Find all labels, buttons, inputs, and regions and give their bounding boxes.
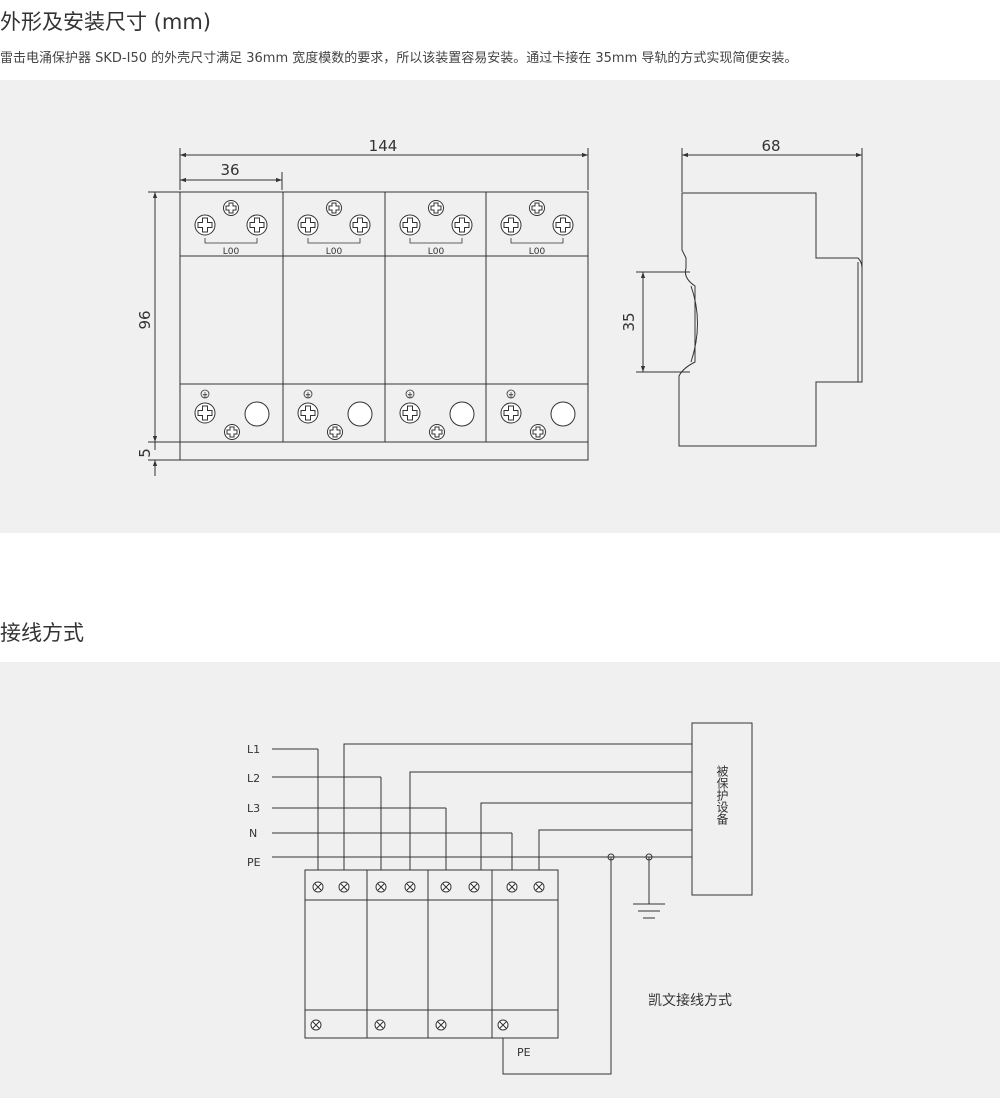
front-module: L00 [194,200,270,440]
line-label-n: N [249,827,257,840]
front-module: L00 [500,200,576,440]
screw-terminal-icon [529,200,545,216]
screw-terminal-icon [327,424,343,440]
screw-terminal-icon [194,402,216,424]
front-module: L00 [297,200,373,440]
dim-height: 96 [136,310,154,329]
wiring-labels: L1 L2 L3 N PE PE 凯文接线方式 被保护设备 [247,743,732,1059]
dim-rail-width: 35 [620,312,638,331]
pe-return-label: PE [517,1046,531,1059]
status-window [550,401,576,427]
dim-module-width: 36 [220,161,239,179]
wiring-diagram [272,722,753,1075]
section-description: 雷击电涌保护器 SKD-I50 的外壳尺寸满足 36mm 宽度模数的要求，所以该… [0,51,798,66]
screw-terminal-icon [194,214,216,236]
front-dimension-labels: 144 36 96 5 [136,137,397,458]
dim-base-height: 5 [136,448,154,458]
screw-terminal-icon [552,214,574,236]
front-view [148,148,589,476]
screw-terminal-icon [500,214,522,236]
screw-terminal-icon [428,200,444,216]
status-window [244,401,270,427]
screw-terminal-icon [530,424,546,440]
front-module: L00 [399,200,475,440]
dim-overall-width: 144 [369,137,398,155]
label-bracket [307,238,361,244]
status-window [347,401,373,427]
label-bracket [510,238,564,244]
module-label: L00 [223,247,240,257]
screw-terminal-icon [399,214,421,236]
screw-terminal-icon [399,402,421,424]
screw-terminal-icon [429,424,445,440]
line-label-l3: L3 [247,802,260,815]
screw-terminal-icon [297,402,319,424]
side-dimension-labels: 68 35 [620,137,781,332]
dim-depth: 68 [761,137,780,155]
protected-device-label: 被保护设备 [715,765,729,826]
line-label-l1: L1 [247,743,260,756]
label-bracket [204,238,258,244]
front-modules: L00 L00 L00 L00 [194,200,576,440]
screw-terminal-icon [451,214,473,236]
screw-terminal-icon [297,214,319,236]
screw-terminal-icon [223,200,239,216]
section-title-wiring: 接线方式 [0,621,84,645]
side-view [636,148,863,447]
module-label: L00 [326,247,343,257]
wiring-caption: 凯文接线方式 [648,992,732,1009]
screw-terminal-icon [349,214,371,236]
line-label-l2: L2 [247,772,260,785]
section-title-dimensions: 外形及安装尺寸 (mm) [0,10,211,34]
line-label-pe: PE [247,856,261,869]
module-label: L00 [529,247,546,257]
label-bracket [409,238,463,244]
screw-terminal-icon [246,214,268,236]
screw-terminal-icon [326,200,342,216]
screw-terminal-icon [500,402,522,424]
screw-terminal-icon [224,424,240,440]
status-window [449,401,475,427]
module-label: L00 [428,247,445,257]
